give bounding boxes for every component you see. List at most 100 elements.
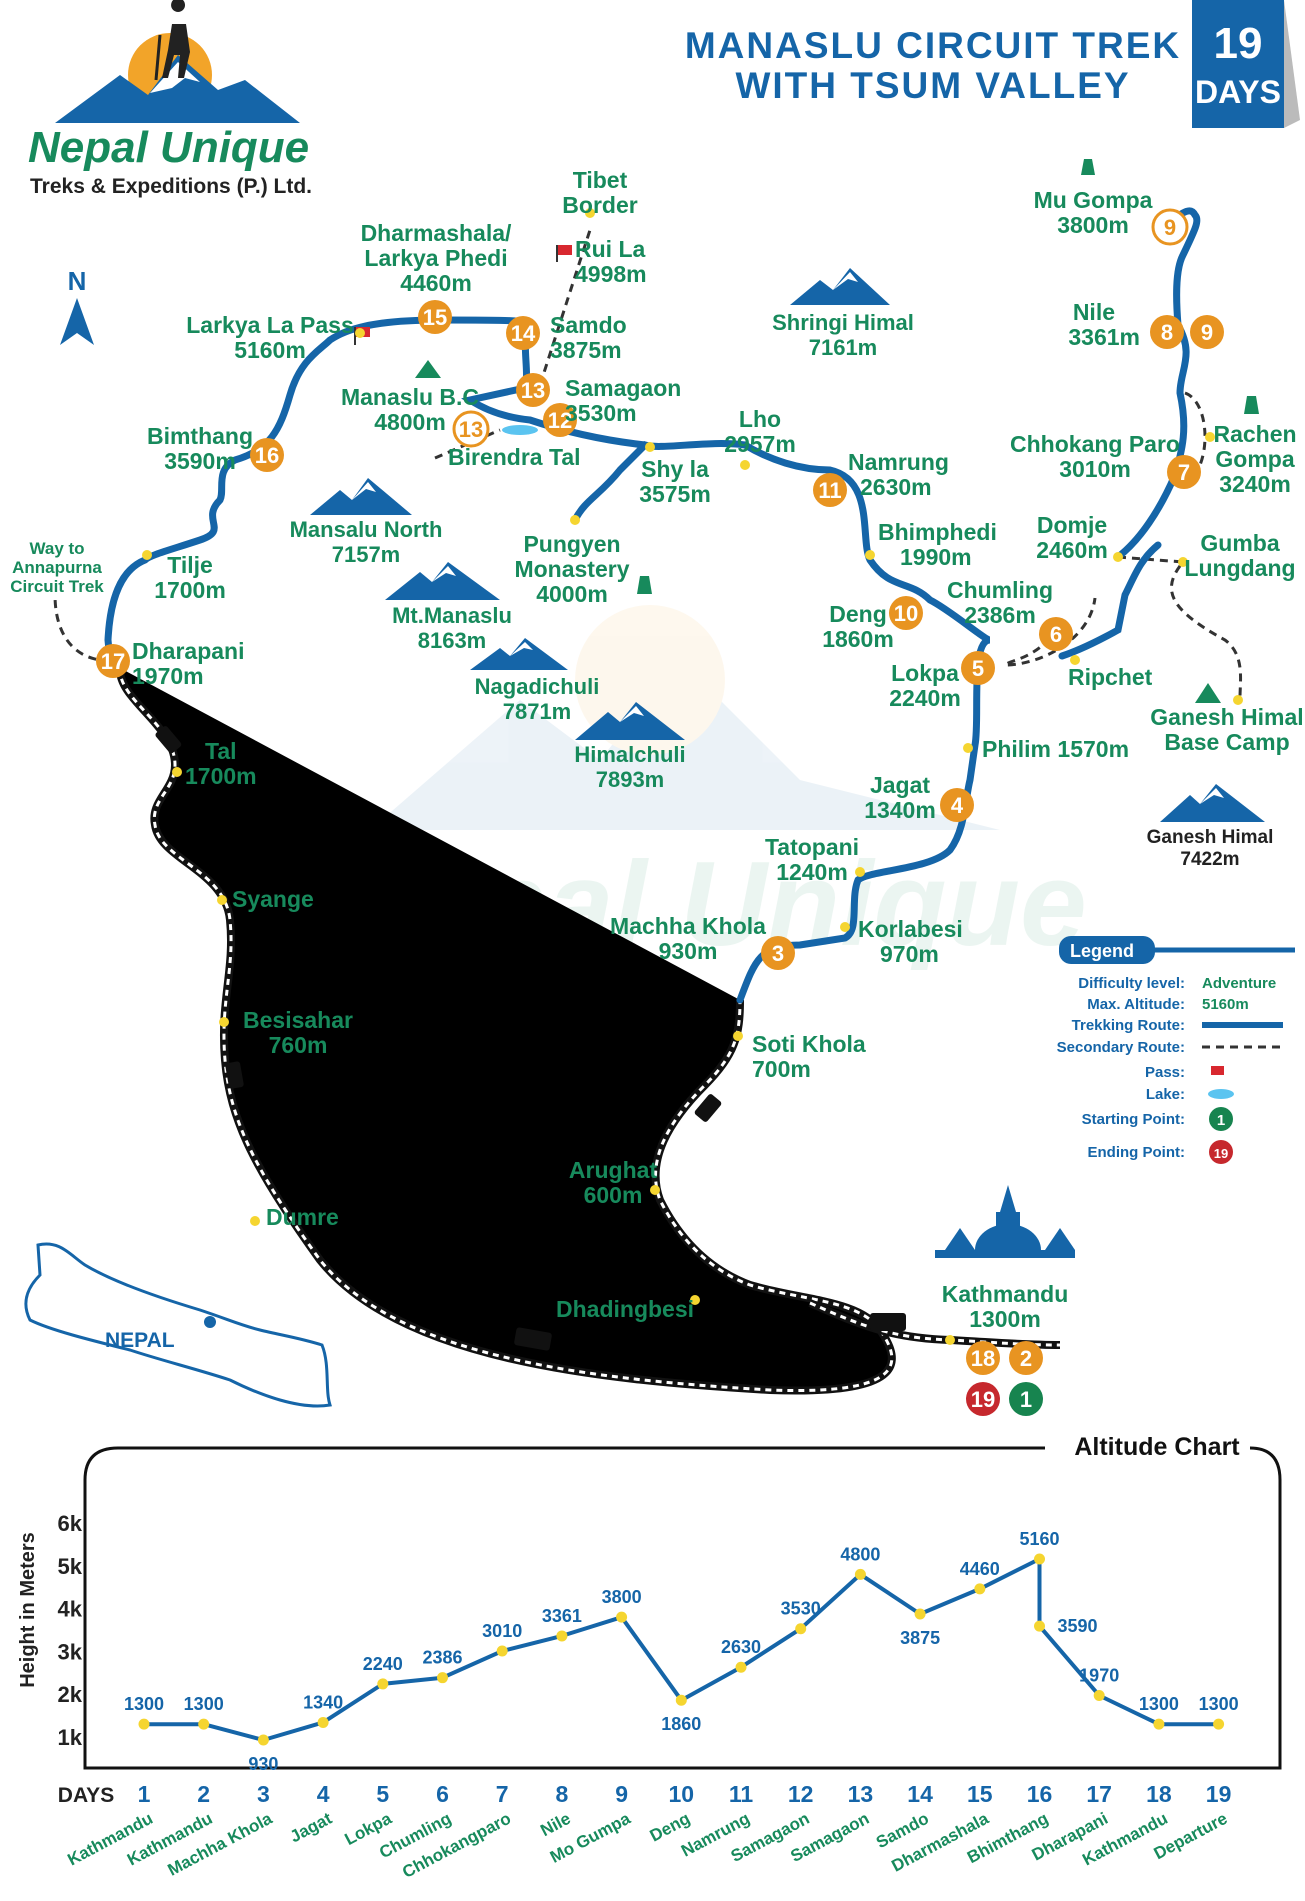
altitude-label: 1970	[1079, 1665, 1119, 1685]
altitude-point	[257, 1734, 269, 1746]
tent-icon	[1195, 683, 1221, 703]
svg-text:1: 1	[1217, 1112, 1225, 1129]
altitude-label: 3800	[602, 1587, 642, 1607]
altitude-point	[675, 1694, 687, 1706]
altitude-label: 3875	[900, 1628, 940, 1648]
stop-marker: 1	[1020, 1387, 1032, 1412]
waypoints	[142, 208, 1243, 1345]
legend-title: Legend	[1070, 941, 1134, 961]
stop-marker: 16	[255, 443, 279, 468]
days-number: 19	[1214, 19, 1263, 68]
svg-text:Syange: Syange	[232, 886, 314, 912]
day-number: 15	[967, 1781, 993, 1807]
day-number: 7	[496, 1781, 509, 1807]
day-number: 4	[317, 1781, 330, 1807]
nepal-label: NEPAL	[105, 1329, 175, 1352]
altitude-label: 1300	[124, 1694, 164, 1714]
altitude-point	[138, 1718, 150, 1730]
chart-title: Altitude Chart	[1074, 1433, 1240, 1461]
altitude-point	[377, 1678, 389, 1690]
altitude-label: 3530	[781, 1599, 821, 1619]
stop-marker: 8	[1161, 320, 1173, 345]
altitude-point	[735, 1661, 747, 1673]
stop-markers: 15 14 13 13 12 16 17 11 10 9 8 9 7 6 5 4…	[96, 208, 1224, 1416]
stop-marker: 19	[971, 1387, 995, 1412]
altitude-chart: Altitude Chart Height in Meters DAYS 1k2…	[17, 1433, 1282, 1882]
svg-text:Trekking Route:: Trekking Route:	[1072, 1017, 1185, 1034]
chart-ylabel: Height in Meters	[17, 1532, 39, 1688]
birendra-lake-icon	[502, 425, 538, 435]
header: MANASLU CIRCUIT TREK WITH TSUM VALLEY 19…	[685, 0, 1300, 128]
y-tick-label: 5k	[58, 1554, 83, 1579]
svg-text:Dhadingbesi: Dhadingbesi	[556, 1296, 694, 1322]
altitude-point	[496, 1645, 508, 1657]
y-tick-label: 2k	[58, 1682, 83, 1707]
nepal-inset-map: NEPAL	[24, 1242, 332, 1408]
svg-text:Dumre: Dumre	[266, 1204, 339, 1230]
altitude-point	[556, 1630, 568, 1642]
stop-marker: 2	[1020, 1346, 1032, 1371]
altitude-point	[1034, 1553, 1045, 1565]
day-number: 6	[436, 1781, 449, 1807]
title-line-1: MANASLU CIRCUIT TREK	[685, 25, 1181, 66]
altitude-point	[198, 1718, 210, 1730]
y-tick-label: 1k	[58, 1725, 83, 1750]
stop-marker: 13	[459, 417, 483, 442]
altitude-label: 930	[248, 1754, 278, 1774]
day-number: 14	[907, 1781, 933, 1807]
stop-marker: 9	[1201, 320, 1213, 345]
days-label: DAYS	[1195, 74, 1281, 110]
day-number: 1	[138, 1781, 151, 1807]
brand-tagline: Treks & Expeditions (P.) Ltd.	[30, 175, 312, 198]
stop-marker: 18	[971, 1346, 995, 1371]
day-number: 5	[376, 1781, 389, 1807]
stop-marker: 7	[1178, 460, 1190, 485]
brand-name: Nepal Unique	[28, 123, 309, 172]
altitude-label: 2240	[363, 1654, 403, 1674]
day-number: 9	[615, 1781, 628, 1807]
stop-marker: 17	[101, 649, 125, 674]
tent-icon	[415, 360, 441, 378]
day-place-name: Machha Khola	[165, 1809, 276, 1880]
altitude-label: 4800	[840, 1544, 880, 1564]
stupa-icon	[935, 1185, 1075, 1258]
day-number: 17	[1086, 1781, 1112, 1807]
altitude-label: 2630	[721, 1637, 761, 1657]
altitude-point	[914, 1608, 926, 1620]
altitude-label: 5160	[1019, 1529, 1059, 1549]
stop-marker: 14	[511, 321, 536, 346]
stop-marker: 4	[951, 793, 964, 818]
legend: Legend Difficulty level: Adventure Max. …	[1057, 936, 1295, 1164]
svg-text:Starting Point:: Starting Point:	[1082, 1111, 1185, 1128]
day-number: 11	[729, 1781, 754, 1807]
altitude-point	[1034, 1620, 1045, 1632]
altitude-label: 1860	[661, 1714, 701, 1734]
altitude-point	[1093, 1689, 1105, 1701]
svg-text:Adventure: Adventure	[1202, 975, 1276, 992]
altitude-point	[974, 1583, 986, 1595]
